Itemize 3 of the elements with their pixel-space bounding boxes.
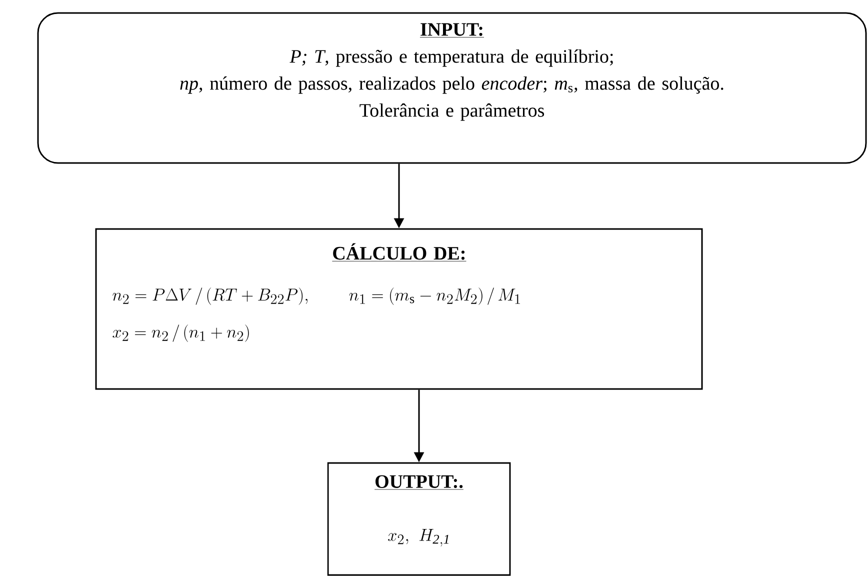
process-box: CÁLCULO DE: $n_2 = P\Delta V \,/\, (RT + B_{22}P),$ $n_1 = (m_{\mathrm{s}} - n_2M_2) \,/\, M_1$ $x_2 = n_2 \,/\, (n_1 + n_2)$ <box>95 228 703 390</box>
process-box: OUTPUT:. $x_2,\ H_{\mathit{2,1}}$ <box>327 462 511 576</box>
input-box: INPUT: P; T, pressão e temperatura de equilíbrio; np, número de passos, realizados pelo encoder; m$_{s}$, massa de solução. Tolerância e parâmetros <box>37 12 867 164</box>
